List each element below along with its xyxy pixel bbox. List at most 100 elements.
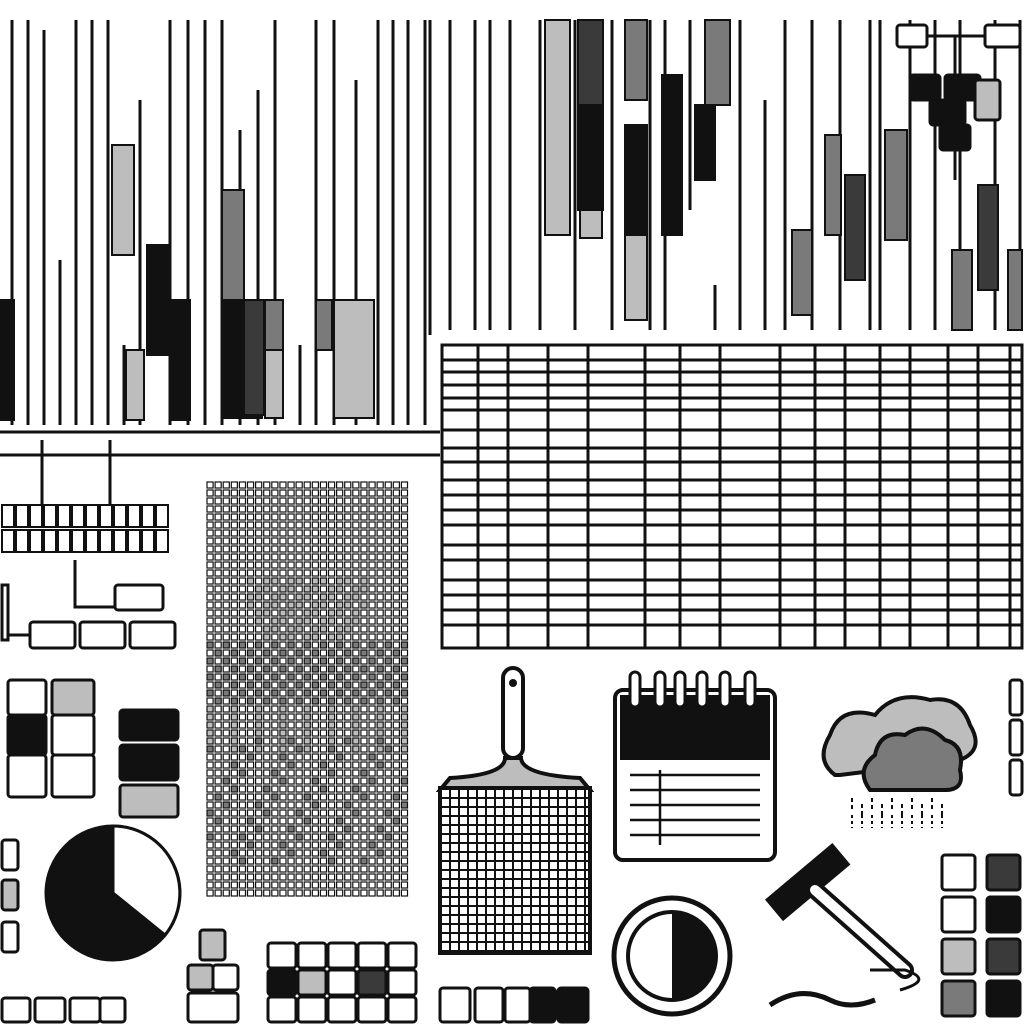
pixel-cell [271, 873, 279, 881]
pixel-cell [295, 745, 303, 753]
pixel-cell [336, 545, 344, 553]
pixel-cell [344, 497, 352, 505]
pixel-cell [327, 545, 336, 553]
pixel-cell [352, 545, 360, 553]
pixel-cell [368, 777, 376, 785]
pixel-cell [368, 825, 376, 833]
pixel-cell [400, 497, 409, 505]
pixel-cell [319, 705, 328, 713]
pixel-cell [279, 761, 287, 769]
pixel-cell [214, 713, 222, 721]
pixel-cell [230, 849, 239, 857]
pixel-cell [222, 625, 230, 633]
pixel-cell [311, 721, 319, 729]
pixel-cell [336, 785, 344, 793]
pixel-cell [246, 697, 255, 705]
pixel-cell [360, 809, 368, 817]
pixel-cell [368, 545, 376, 553]
pixel-cell [392, 721, 400, 729]
pixel-cell [336, 617, 344, 625]
tree-diagram [895, 23, 1022, 180]
pixel-cell [311, 673, 319, 681]
pixel-cell [230, 785, 239, 793]
pixel-cell [327, 713, 336, 721]
pixel-cell [255, 553, 263, 561]
pixel-cell [287, 865, 295, 873]
pixel-cell [344, 633, 352, 641]
pixel-cell [400, 529, 409, 537]
pixel-cell [376, 745, 384, 753]
pixel-cell [287, 841, 295, 849]
pixel-cell [319, 585, 328, 593]
pixel-cell [360, 617, 368, 625]
org-node [113, 583, 165, 612]
pixel-cell [376, 633, 384, 641]
pixel-cell [246, 545, 255, 553]
pixel-cell [376, 609, 384, 617]
pixel-cell [319, 753, 328, 761]
pixel-cell [222, 673, 230, 681]
pixel-cell [319, 665, 328, 673]
pixel-cell [287, 729, 295, 737]
pixel-cell [230, 673, 239, 681]
pixel-cell [319, 865, 328, 873]
block [266, 941, 298, 970]
org-chart [0, 440, 177, 650]
pixel-cell [392, 825, 400, 833]
pixel-cell [360, 521, 368, 529]
pixel-cell [287, 737, 295, 745]
pixel-cell [222, 737, 230, 745]
pixel-cell [303, 641, 311, 649]
block [266, 968, 298, 997]
pixel-cell [319, 825, 328, 833]
pixel-cell [222, 537, 230, 545]
pixel-cell [246, 873, 255, 881]
pixel-cell [230, 705, 239, 713]
pixel-cell [246, 833, 255, 841]
pixel-cell [344, 737, 352, 745]
pixel-cell [352, 673, 360, 681]
pixel-cell [344, 889, 352, 897]
pixel-cell [214, 689, 222, 697]
pixel-cell [327, 489, 336, 497]
pixel-cell [336, 537, 344, 545]
pixel-cell [263, 553, 271, 561]
pixel-cell [214, 889, 222, 897]
pixel-cell [352, 817, 360, 825]
pixel-cell [376, 721, 384, 729]
pixel-cell [327, 705, 336, 713]
pixel-cell [384, 681, 392, 689]
pixel-cell [368, 729, 376, 737]
pixel-cell [279, 753, 287, 761]
pixel-cell [271, 729, 279, 737]
tree-node [908, 73, 942, 102]
pixel-cell [311, 729, 319, 737]
pixel-cell [255, 745, 263, 753]
pixel-cell [319, 681, 328, 689]
pixel-cell [255, 713, 263, 721]
pixel-cell [392, 641, 400, 649]
pixel-cell [230, 889, 239, 897]
pixel-cell [344, 769, 352, 777]
pixel-cell [376, 601, 384, 609]
pixel-cell [392, 793, 400, 801]
block [50, 678, 96, 717]
pixel-cell [222, 553, 230, 561]
pixel-cell [384, 833, 392, 841]
pixel-cell [303, 841, 311, 849]
pixel-cell [263, 777, 271, 785]
pixel-cell [206, 641, 214, 649]
pixel-cell [287, 873, 295, 881]
pixel-cell [327, 721, 336, 729]
bar-block [169, 299, 191, 421]
pixel-cell [295, 705, 303, 713]
pixel-cell [238, 649, 247, 657]
pixel-cell [255, 665, 263, 673]
pixel-cell [311, 665, 319, 673]
pixel-cell [400, 745, 409, 753]
pixel-cell [384, 849, 392, 857]
pixel-cell [230, 585, 239, 593]
pixel-cell [206, 545, 214, 553]
pixel-cell [263, 633, 271, 641]
pixel-cell [376, 697, 384, 705]
